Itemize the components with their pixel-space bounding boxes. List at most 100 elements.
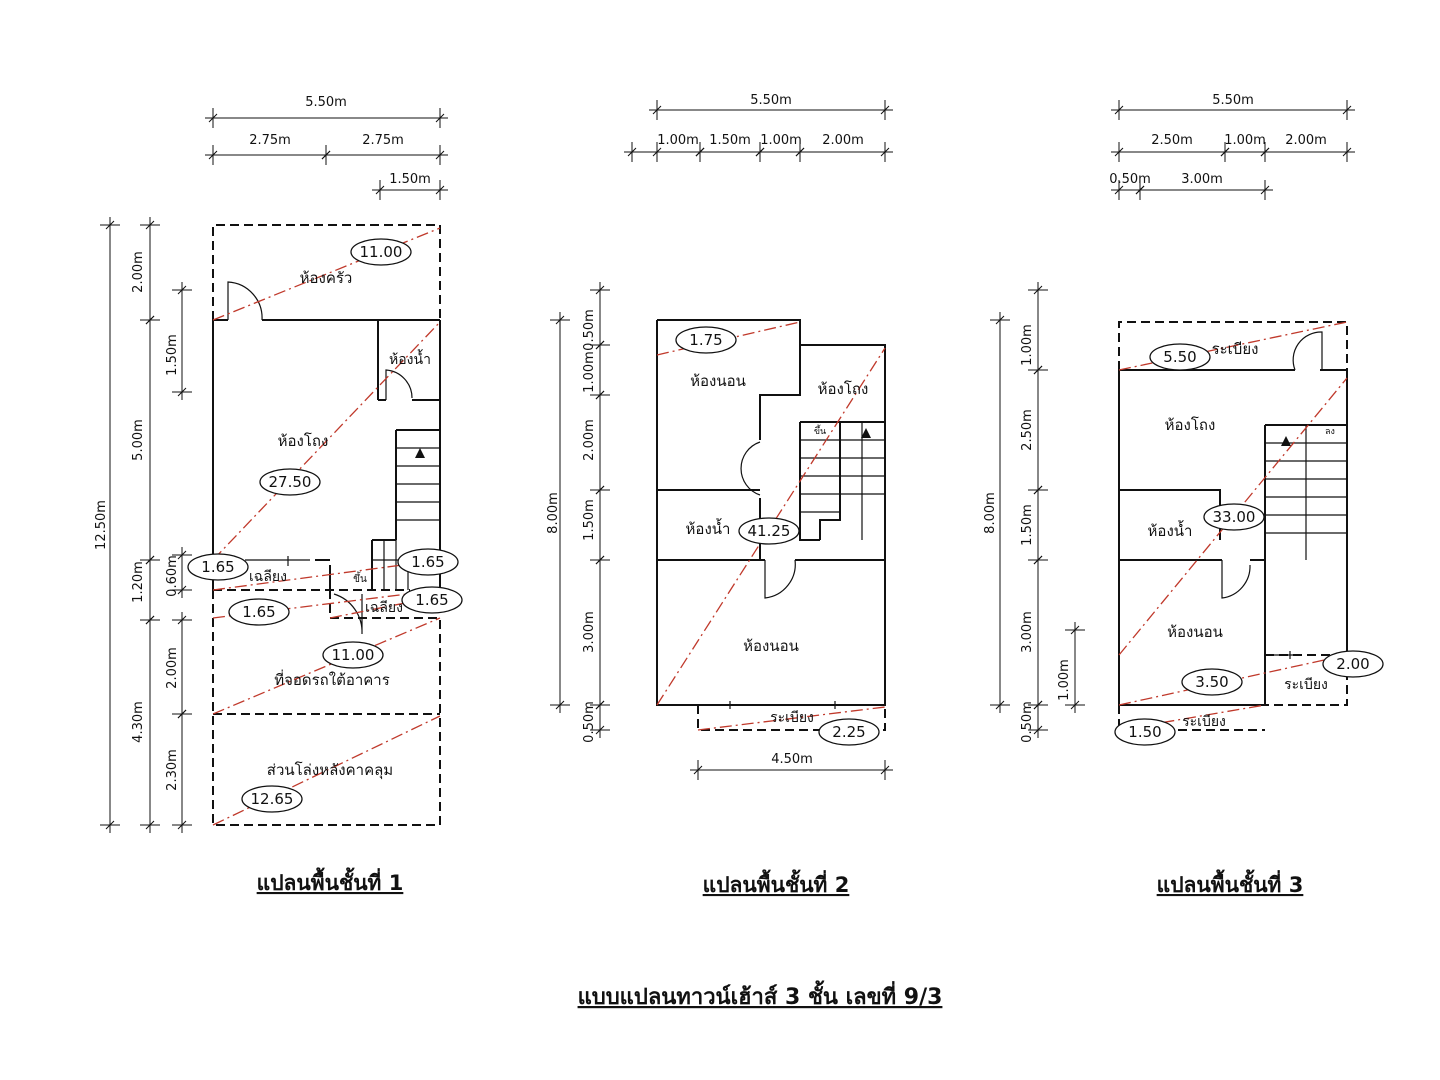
- area-bubble: [1149, 343, 1211, 371]
- dimension-line: [140, 612, 160, 833]
- room-label: เฉลียง: [365, 600, 403, 616]
- room-label: เฉลียง: [249, 569, 287, 585]
- area-value: 12.65: [251, 790, 294, 808]
- floor-plan-1: [212, 224, 441, 826]
- dimension-label: 2.00m: [822, 133, 864, 148]
- area-bubble: [401, 586, 463, 614]
- dimension-label: 1.00m: [657, 133, 699, 148]
- dimension-label: 8.00m: [983, 492, 998, 534]
- area-value: 27.50: [269, 473, 312, 491]
- dimension-label: 2.00m: [1285, 133, 1327, 148]
- dimension-label: 4.50m: [771, 752, 813, 767]
- dimension-label: 1.50m: [582, 499, 597, 541]
- area-value: 11.00: [332, 646, 375, 664]
- dimension-line: [792, 142, 893, 162]
- room-label: ลง: [1325, 427, 1335, 437]
- stair-arrows: [415, 428, 1291, 458]
- dimension-label: 1.50m: [709, 133, 751, 148]
- area-bubble: [187, 553, 249, 581]
- dimension-label: 2.30m: [165, 749, 180, 791]
- room-label: ระเบียง: [1182, 714, 1226, 730]
- area-value: 1.65: [201, 558, 234, 576]
- plan-title: แปลนพื้นชั้นที่ 2: [703, 869, 850, 897]
- area-value: 1.65: [242, 603, 275, 621]
- dimension-label: 1.50m: [389, 172, 431, 187]
- area-value: 1.75: [689, 331, 722, 349]
- dimension-label: 1.50m: [1020, 504, 1035, 546]
- dimension-line: [100, 217, 120, 833]
- dimension-line: [372, 180, 448, 200]
- area-bubble: [1114, 718, 1176, 746]
- dimension-label: 1.00m: [1057, 659, 1072, 701]
- dimension-line: [1028, 697, 1048, 738]
- area-value: 2.25: [832, 723, 865, 741]
- plan-title: แปลนพื้นชั้นที่ 1: [257, 867, 404, 895]
- area-value: 1.65: [411, 553, 444, 571]
- room-label: ระเบียง: [1212, 340, 1259, 358]
- area-bubble: [738, 517, 800, 545]
- dimension-label: 2.50m: [1151, 133, 1193, 148]
- dimension-label: 2.00m: [131, 251, 146, 293]
- area-value: 2.00: [1336, 655, 1369, 673]
- dimension-label: 3.00m: [1181, 172, 1223, 187]
- area-bubble: [675, 326, 737, 354]
- stair-up-arrow-icon: [415, 448, 425, 458]
- room-label: ส่วนโล่งหลังคาคลุม: [267, 761, 393, 780]
- dimension-label: 0.50m: [582, 701, 597, 743]
- dimension-label: 1.50m: [165, 334, 180, 376]
- dimension-line: [205, 145, 334, 165]
- dimension-label: 3.00m: [582, 611, 597, 653]
- area-value: 33.00: [1213, 508, 1256, 526]
- dimension-line: [172, 282, 192, 400]
- room-label: ห้องนอน: [690, 372, 746, 390]
- dimension-label: 0.50m: [1109, 172, 1151, 187]
- dimension-label: 8.00m: [546, 492, 561, 534]
- dimension-label: 0.60m: [165, 555, 180, 597]
- dimension-line: [172, 706, 192, 833]
- area-bubble: [228, 598, 290, 626]
- stair-up-arrow-icon: [861, 428, 871, 438]
- area-bubble: [259, 468, 321, 496]
- room-label: ห้องโถง: [1165, 416, 1216, 434]
- dimension-label: 4.30m: [131, 701, 146, 743]
- dimension-label: 2.00m: [165, 647, 180, 689]
- dimension-lines: [100, 100, 1355, 833]
- plan-title: แปลนพื้นชั้นที่ 3: [1157, 869, 1304, 897]
- dimension-label: 12.50m: [94, 500, 109, 550]
- area-bubble: [397, 548, 459, 576]
- dimension-line: [1111, 100, 1355, 120]
- room-label: ระเบียง: [770, 710, 814, 726]
- room-label: ห้องโถง: [278, 432, 329, 450]
- dimension-label: 2.00m: [582, 419, 597, 461]
- area-bubble: [241, 785, 303, 813]
- room-label: ห้องน้ำ: [389, 349, 431, 368]
- dimension-line: [690, 760, 893, 780]
- area-value: 1.65: [415, 591, 448, 609]
- room-label: ห้องนอน: [743, 637, 799, 655]
- dimension-label: 5.50m: [750, 93, 792, 108]
- dimension-label: 5.50m: [305, 95, 347, 110]
- dimension-label: 5.00m: [131, 419, 146, 461]
- room-label: ขึ้น: [353, 571, 367, 585]
- dimension-line: [1257, 142, 1355, 162]
- area-value: 1.50: [1128, 723, 1161, 741]
- dimension-label: 0.50m: [582, 309, 597, 351]
- room-label: ขึ้น: [814, 424, 826, 437]
- area-bubble: [1203, 503, 1265, 531]
- dimension-line: [590, 697, 610, 738]
- room-label: ห้องครัว: [300, 269, 353, 287]
- dimension-line: [990, 312, 1010, 713]
- room-label: ห้องนอน: [1167, 623, 1223, 641]
- dimension-label: 1.20m: [131, 561, 146, 603]
- dimension-line: [649, 100, 893, 120]
- area-bubble: [818, 718, 880, 746]
- area-bubble: [1322, 650, 1384, 678]
- area-value: 11.00: [360, 243, 403, 261]
- dimension-label: 2.75m: [362, 133, 404, 148]
- room-label: ที่จอดรถใต้อาคาร: [274, 669, 390, 689]
- area-bubble: [1181, 668, 1243, 696]
- dimension-label: 3.00m: [1020, 611, 1035, 653]
- dimension-label: 1.00m: [760, 133, 802, 148]
- dimension-label: 2.50m: [1020, 409, 1035, 451]
